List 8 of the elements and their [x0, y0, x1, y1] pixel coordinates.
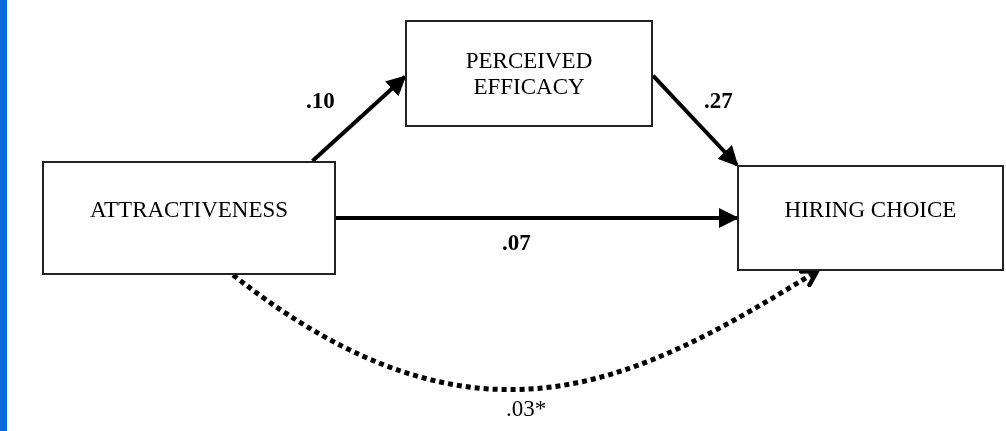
arrow	[311, 75, 407, 163]
variable-name: HIRING CHOICE	[783, 197, 958, 223]
variable-box	[405, 20, 653, 127]
variable-name: PERCEIVED EFFICACY	[464, 47, 594, 100]
variable-name: ATTRACTIVENESS	[88, 197, 290, 223]
variable-box	[737, 165, 1004, 271]
variable-box	[42, 161, 336, 275]
arrow	[336, 208, 739, 228]
